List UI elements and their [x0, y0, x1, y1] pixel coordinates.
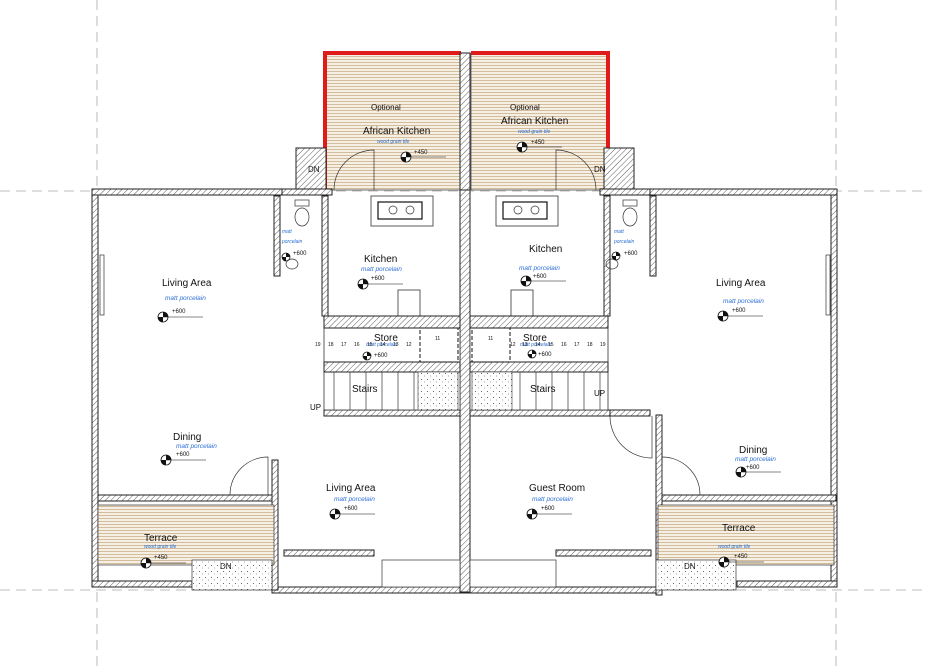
level-label-terrace-right: +450 [734, 554, 748, 560]
wc-fixtures [285, 199, 638, 270]
stair-step-number: 11 [435, 336, 440, 342]
stairs-label-left: Stairs [352, 384, 378, 395]
level-label-terrace-left: +450 [154, 555, 168, 561]
african-kitchen-finish-right: wood grain tile [518, 129, 550, 135]
terrace-finish-left: wood grain tile [144, 544, 176, 550]
level-label-kitchen-left: +600 [371, 276, 385, 282]
level-label-living-right: +600 [732, 308, 746, 314]
living-area-label-right: Living Area [716, 278, 766, 289]
store-finish-left: matt porcelain [366, 342, 398, 348]
stair-step-number: 16 [354, 342, 360, 348]
store-level-right: +600 [538, 352, 552, 358]
level-markers [140, 141, 781, 569]
african-kitchen-label-right: African Kitchen [501, 116, 568, 127]
stair-step-number: 13 [393, 342, 399, 348]
stair-step-number: 14 [380, 342, 386, 348]
kitchen-finish-right: matt porcelain [519, 265, 560, 272]
optional-label-right: Optional [510, 103, 540, 112]
red-wall-right [471, 51, 610, 150]
dining-label-right: Dining [739, 445, 767, 456]
dining-finish-right: matt porcelain [735, 456, 776, 463]
door-swings [229, 149, 701, 496]
stairs-label-right: Stairs [530, 384, 556, 395]
level-label-dining-left: +600 [176, 452, 190, 458]
stair-step-number: 12 [406, 342, 412, 348]
terrace-finish-right: wood grain tile [718, 544, 750, 550]
store-finish-right: matt porcelain [520, 342, 552, 348]
terrace-label-left: Terrace [144, 533, 178, 544]
stair-step-number: 14 [535, 342, 541, 348]
wc-finish-right-2: porcelain [613, 239, 635, 245]
stair-step-number: 17 [341, 342, 347, 348]
living-area-finish-center: matt porcelain [334, 496, 375, 503]
level-label-ak-left: +450 [414, 150, 428, 156]
store-label-left: Store [374, 333, 398, 344]
room-labels: Optional Optional African Kitchen Africa… [144, 103, 776, 571]
level-label-guest-room: +600 [541, 506, 555, 512]
kitchen-fixtures [370, 195, 559, 317]
stair-step-number: 17 [574, 342, 580, 348]
dn-label-terrace-right: DN [684, 562, 696, 571]
wc-finish-right-1: matt [614, 229, 624, 235]
dn-label-terrace-left: DN [220, 562, 232, 571]
terraces [97, 504, 835, 591]
stair-step-numbers: 19 18 17 16 15 14 13 12 11 11 12 13 14 1… [315, 336, 606, 348]
stair-step-number: 19 [600, 342, 606, 348]
windows [99, 254, 831, 588]
living-area-finish-left: matt porcelain [165, 295, 206, 302]
wc-level-right: +600 [624, 251, 638, 257]
level-label-kitchen-right: +600 [533, 274, 547, 280]
african-kitchen-label-left: African Kitchen [363, 126, 430, 137]
kitchen-label-right: Kitchen [529, 244, 562, 255]
store-label-right: Store [523, 333, 547, 344]
stair-step-number: 19 [315, 342, 321, 348]
stairs-left [323, 315, 461, 411]
wc-level-left: +600 [293, 251, 307, 257]
wc-finish-left-1: matt [282, 229, 292, 235]
up-label-left: UP [310, 403, 321, 412]
kitchen-finish-left: matt porcelain [361, 266, 402, 273]
living-area-label-left: Living Area [162, 278, 212, 289]
stair-step-number: 16 [561, 342, 567, 348]
level-label-ak-right: +450 [531, 140, 545, 146]
level-label-dining-right: +600 [746, 465, 760, 471]
african-kitchen-finish-left: wood grain tile [377, 139, 409, 145]
dining-finish-left: matt porcelain [176, 443, 217, 450]
optional-label-left: Optional [371, 103, 401, 112]
african-kitchen-decks [323, 51, 610, 191]
up-label-right: UP [594, 389, 605, 398]
level-label-living-left: +600 [172, 309, 186, 315]
guest-room-label: Guest Room [529, 483, 585, 494]
terrace-label-right: Terrace [722, 523, 756, 534]
wc-finish-left-2: porcelain [281, 239, 303, 245]
stair-step-number: 15 [548, 342, 554, 348]
stair-step-number: 13 [522, 342, 528, 348]
dining-label-left: Dining [173, 432, 201, 443]
stairs-right [469, 315, 609, 411]
kitchen-label-left: Kitchen [364, 254, 397, 265]
dn-label-ak-right: DN [594, 165, 606, 174]
outer-walls [91, 52, 838, 594]
guest-room-finish: matt porcelain [532, 496, 573, 503]
stair-step-number: 12 [510, 342, 516, 348]
store-level-left: +600 [374, 353, 388, 359]
living-area-finish-right: matt porcelain [723, 298, 764, 305]
stair-step-number: 11 [488, 336, 493, 342]
red-wall-left [323, 51, 461, 190]
stair-step-number: 18 [587, 342, 593, 348]
level-label-living-center: +600 [344, 506, 358, 512]
dn-label-ak-left: DN [308, 165, 320, 174]
stair-step-number: 18 [328, 342, 334, 348]
sink-right [502, 201, 548, 220]
stair-step-number: 15 [367, 342, 373, 348]
sink-left [377, 201, 423, 220]
living-area-label-center: Living Area [326, 483, 376, 494]
